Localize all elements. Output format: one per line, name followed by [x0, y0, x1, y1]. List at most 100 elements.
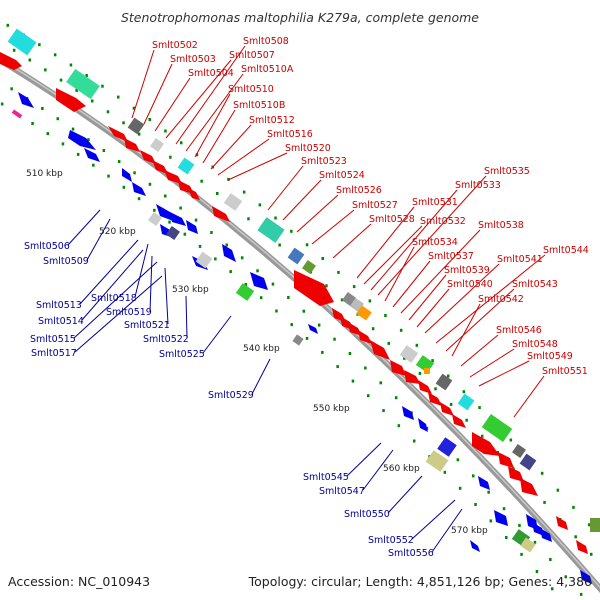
tick-mark — [179, 206, 182, 210]
tick-mark — [59, 78, 63, 82]
tick-mark — [122, 185, 126, 189]
tick-mark — [413, 439, 416, 443]
label-leader-line — [202, 109, 236, 164]
tick-mark — [225, 243, 228, 247]
label-leader-line — [377, 175, 487, 296]
forward-gene-arrow — [404, 370, 420, 384]
label-leader-line — [227, 152, 288, 181]
tick-mark — [278, 243, 281, 247]
tick-mark — [195, 153, 199, 157]
label-leader-line — [384, 246, 415, 302]
forward-gene-arrow — [294, 270, 334, 306]
forward-gene-arrow — [390, 360, 406, 376]
reverse-gene-arrow — [470, 540, 480, 552]
tick-mark — [244, 283, 248, 286]
forward-gene-arrow — [520, 478, 538, 496]
gene-label-layer: Smlt0502Smlt0503Smlt0504Smlt0507Smlt0508… — [24, 36, 589, 559]
forward-gene-arrow — [164, 170, 182, 184]
feature-box — [292, 334, 304, 346]
label-leader-line — [149, 255, 153, 312]
tick-mark — [214, 257, 217, 261]
label-leader-line — [411, 499, 456, 540]
feature-box — [512, 444, 526, 458]
kbp-label: 530 kbp — [172, 285, 209, 295]
tick-mark — [117, 160, 121, 164]
kbp-label: 570 kbp — [451, 526, 488, 536]
label-leader-line — [424, 263, 500, 334]
tick-mark — [168, 220, 171, 224]
gene-label: Smlt0515 — [30, 334, 76, 345]
label-leader-line — [282, 179, 322, 221]
reverse-gene-arrow — [402, 406, 414, 420]
forward-gene-arrow — [212, 206, 230, 222]
label-leader-line — [73, 261, 158, 339]
tick-mark — [61, 142, 65, 146]
reverse-gene-arrow — [250, 272, 268, 290]
tick-mark — [290, 229, 293, 233]
tick-mark — [41, 107, 44, 110]
feature-box — [481, 413, 513, 443]
forward-gene-arrow — [56, 88, 86, 112]
gene-label: Smlt0550 — [344, 509, 390, 520]
gene-label: Smlt0503 — [170, 54, 216, 65]
gene-label: Smlt0518 — [91, 293, 137, 304]
label-leader-line — [175, 45, 246, 145]
gene-label: Smlt0512 — [249, 115, 295, 126]
tick-mark — [456, 458, 460, 462]
gene-label: Smlt0508 — [243, 36, 289, 47]
label-leader-line — [81, 249, 144, 321]
label-leader-line — [513, 375, 545, 418]
feature-box — [457, 393, 475, 411]
feature-box — [66, 68, 100, 100]
forward-gene-arrow — [188, 188, 200, 200]
tick-mark — [101, 84, 104, 88]
label-leader-line — [74, 275, 163, 353]
tick-mark — [564, 575, 567, 579]
gene-label: Smlt0519 — [106, 307, 152, 318]
tick-mark — [543, 500, 546, 504]
tick-mark — [259, 296, 263, 300]
label-leader-line — [79, 239, 139, 305]
tick-mark — [44, 68, 47, 72]
tick-mark — [87, 138, 90, 142]
forward-gene-arrow — [370, 340, 390, 360]
feature-box — [519, 453, 537, 471]
gene-label: Smlt0522 — [143, 334, 189, 345]
gene-label: Smlt0537 — [428, 251, 474, 262]
label-leader-line — [332, 223, 372, 259]
tick-mark — [198, 244, 202, 248]
gene-label: Smlt0535 — [484, 166, 530, 177]
gene-label: Smlt0532 — [420, 216, 466, 227]
reverse-gene-arrow — [308, 324, 318, 334]
tick-mark — [271, 282, 275, 286]
forward-gene-arrow — [440, 402, 454, 416]
forward-gene-arrow — [556, 516, 568, 530]
gene-label: Smlt0510B — [233, 100, 285, 111]
feature-box — [399, 345, 419, 363]
tick-mark — [132, 106, 136, 110]
kbp-label: 520 kbp — [99, 227, 136, 237]
tick-mark — [415, 343, 419, 347]
label-leader-line — [435, 254, 546, 344]
tick-mark — [364, 366, 367, 370]
tick-mark — [164, 194, 167, 198]
tick-mark — [6, 23, 9, 27]
tick-mark — [107, 174, 110, 178]
forward-gene-arrow — [152, 160, 168, 174]
gene-label: Smlt0506 — [24, 241, 70, 252]
label-leader-line — [296, 194, 339, 233]
label-leader-line — [478, 360, 530, 387]
label-leader-line — [134, 243, 149, 298]
tick-mark — [337, 270, 340, 274]
tick-mark — [518, 523, 521, 527]
feature-box — [195, 251, 213, 269]
feature-box — [235, 283, 255, 301]
tick-mark — [487, 490, 490, 494]
map-title: Stenotrophomonas maltophilia K279a, comp… — [121, 10, 479, 25]
tick-mark — [210, 231, 213, 234]
label-leader-line — [185, 73, 244, 152]
gene-label: Smlt0502 — [152, 40, 198, 51]
gene-label: Smlt0541 — [497, 254, 543, 265]
gene-label: Smlt0521 — [124, 320, 170, 331]
label-leader-line — [346, 442, 382, 477]
